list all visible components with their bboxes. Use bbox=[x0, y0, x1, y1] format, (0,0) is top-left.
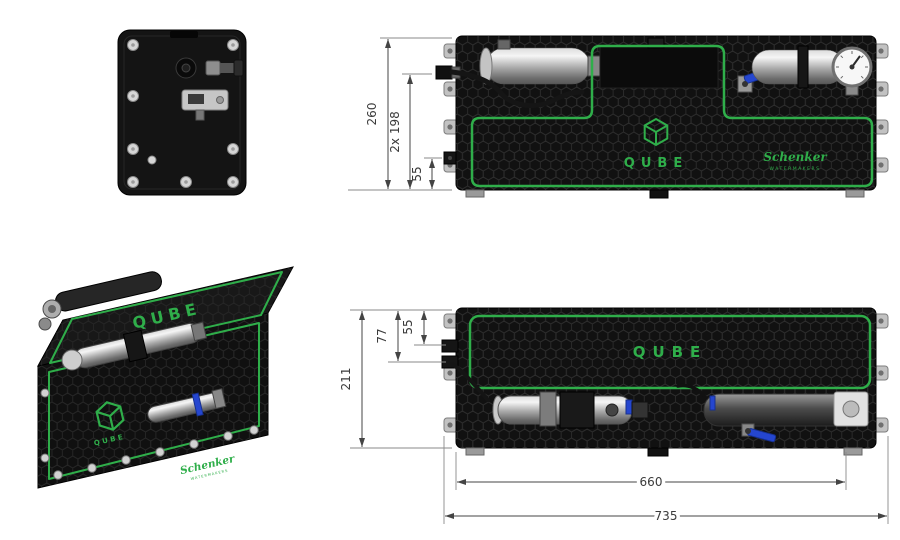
top-port bbox=[647, 37, 665, 49]
feet bbox=[465, 189, 865, 199]
green-trim-outline bbox=[470, 44, 874, 188]
left-port-fittings bbox=[441, 339, 490, 402]
iso-bottom-screws bbox=[40, 388, 259, 480]
iso-back-vessels bbox=[38, 271, 162, 331]
schenker-logo-text: Schenker bbox=[763, 150, 828, 164]
cable bbox=[450, 362, 490, 402]
iso-schenker-logo: Schenker WATERMAKERS bbox=[179, 453, 237, 481]
view-iso: QUBE QUBE bbox=[37, 266, 294, 489]
extension-lines-bottom bbox=[350, 309, 889, 524]
view-side-bottom: QUBE bbox=[441, 307, 889, 457]
dim-55b-label: 55 bbox=[401, 319, 415, 334]
dim-77-label: 77 bbox=[375, 328, 389, 343]
view-end bbox=[117, 29, 247, 196]
valve-blue-handle-bottom bbox=[741, 423, 777, 443]
qube-text-bottom: QUBE bbox=[633, 343, 708, 361]
dim-55-label: 55 bbox=[410, 166, 424, 181]
green-trim-outline-bottom bbox=[468, 314, 872, 390]
iso-mid-fitting bbox=[147, 388, 227, 423]
mounting-lugs-right bbox=[873, 43, 889, 173]
end-side-fitting bbox=[205, 59, 244, 77]
drain-fitting bbox=[443, 151, 457, 165]
end-bracket bbox=[181, 89, 229, 121]
mounting-lugs-left bbox=[443, 43, 459, 173]
dims-side-top: 260 2x 198 55 bbox=[348, 37, 452, 191]
iso-qube-cube-icon bbox=[95, 401, 125, 431]
qube-logo: QUBE bbox=[624, 117, 688, 171]
qube-cube-icon bbox=[643, 117, 669, 147]
end-screws bbox=[127, 39, 239, 188]
end-top-tab bbox=[170, 31, 198, 38]
view-side-top: QUBE Schenker WATERMAKERS bbox=[435, 35, 889, 199]
pump-right bbox=[676, 383, 869, 427]
dim-260-label: 260 bbox=[365, 103, 379, 126]
qube-logo-text: QUBE bbox=[624, 156, 688, 171]
center-recess bbox=[599, 45, 719, 89]
iso-front-pump bbox=[61, 321, 207, 371]
pressure-vessel-right bbox=[751, 45, 845, 89]
end-knob bbox=[175, 57, 197, 79]
pressure-gauge bbox=[831, 46, 873, 96]
hex-pattern-overlay-bottom bbox=[456, 308, 876, 448]
pump-left bbox=[492, 391, 649, 429]
schenker-logo: Schenker WATERMAKERS bbox=[763, 150, 828, 172]
hose bbox=[435, 65, 585, 108]
extension-lines bbox=[348, 37, 452, 191]
feet-bottom bbox=[465, 447, 863, 457]
dims-side-bottom: 55 77 211 660 735 bbox=[339, 309, 889, 527]
dim-735-label: 735 bbox=[655, 509, 678, 523]
mounting-lugs-left-bottom bbox=[443, 313, 459, 433]
end-plate bbox=[117, 29, 247, 196]
watermakers-text: WATERMAKERS bbox=[770, 166, 821, 172]
dim-198-label: 2x 198 bbox=[388, 111, 402, 152]
dim-660-label: 660 bbox=[640, 475, 663, 489]
dim-211-label: 211 bbox=[339, 368, 353, 391]
iso-top-hex-overlay bbox=[38, 267, 293, 366]
